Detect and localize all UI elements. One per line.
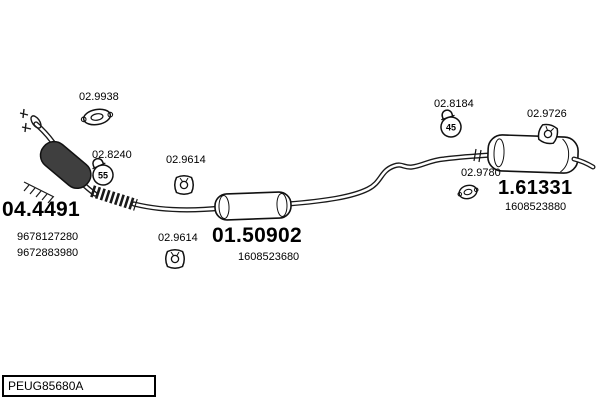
label-hanger-mid-a: 02.9614 [166,154,206,166]
label-gasket-rear: 02.9780 [461,167,501,179]
clamp-icon-rear: 45 [440,109,462,138]
front-flange-studs [19,108,42,133]
front-section-ref-1: 9678127280 [17,231,79,243]
tail-pipe [571,156,596,170]
part-code-box: PEUG85680A [2,375,156,397]
gasket-icon-rear [457,184,479,200]
clamp-icon-front: 55 [92,157,114,186]
centre-section-ref: 1608523680 [238,251,300,263]
rear-muffler [487,134,579,174]
centre-muffler [214,191,292,221]
hanger-icon-mid-a [174,175,194,195]
label-gasket-front: 02.9938 [79,91,119,103]
clamp-rear-size-label: 45 [446,123,456,133]
label-hanger-rear: 02.9726 [527,108,567,120]
rear-inlet-joint [473,148,482,163]
flex-pipe-section [90,185,138,211]
gasket-icon-front [80,108,114,126]
label-clamp-front: 02.8240 [92,149,132,161]
front-section-ref-2: 9672883980 [17,247,79,259]
catalytic-converter [39,140,92,190]
label-hanger-mid-b: 02.9614 [158,232,198,244]
clamp-front-size-label: 55 [98,171,108,181]
centre-section-code: 01.50902 [212,224,302,247]
hanger-icon-mid-b [165,249,185,269]
part-code-text: PEUG85680A [8,379,84,393]
rear-section-ref: 1608523880 [505,201,567,213]
rear-section-code: 1.61331 [498,177,573,199]
mounting-bracket-hatch [23,181,55,204]
front-section-code: 04.4491 [2,198,81,221]
label-clamp-rear: 02.8184 [434,98,474,110]
